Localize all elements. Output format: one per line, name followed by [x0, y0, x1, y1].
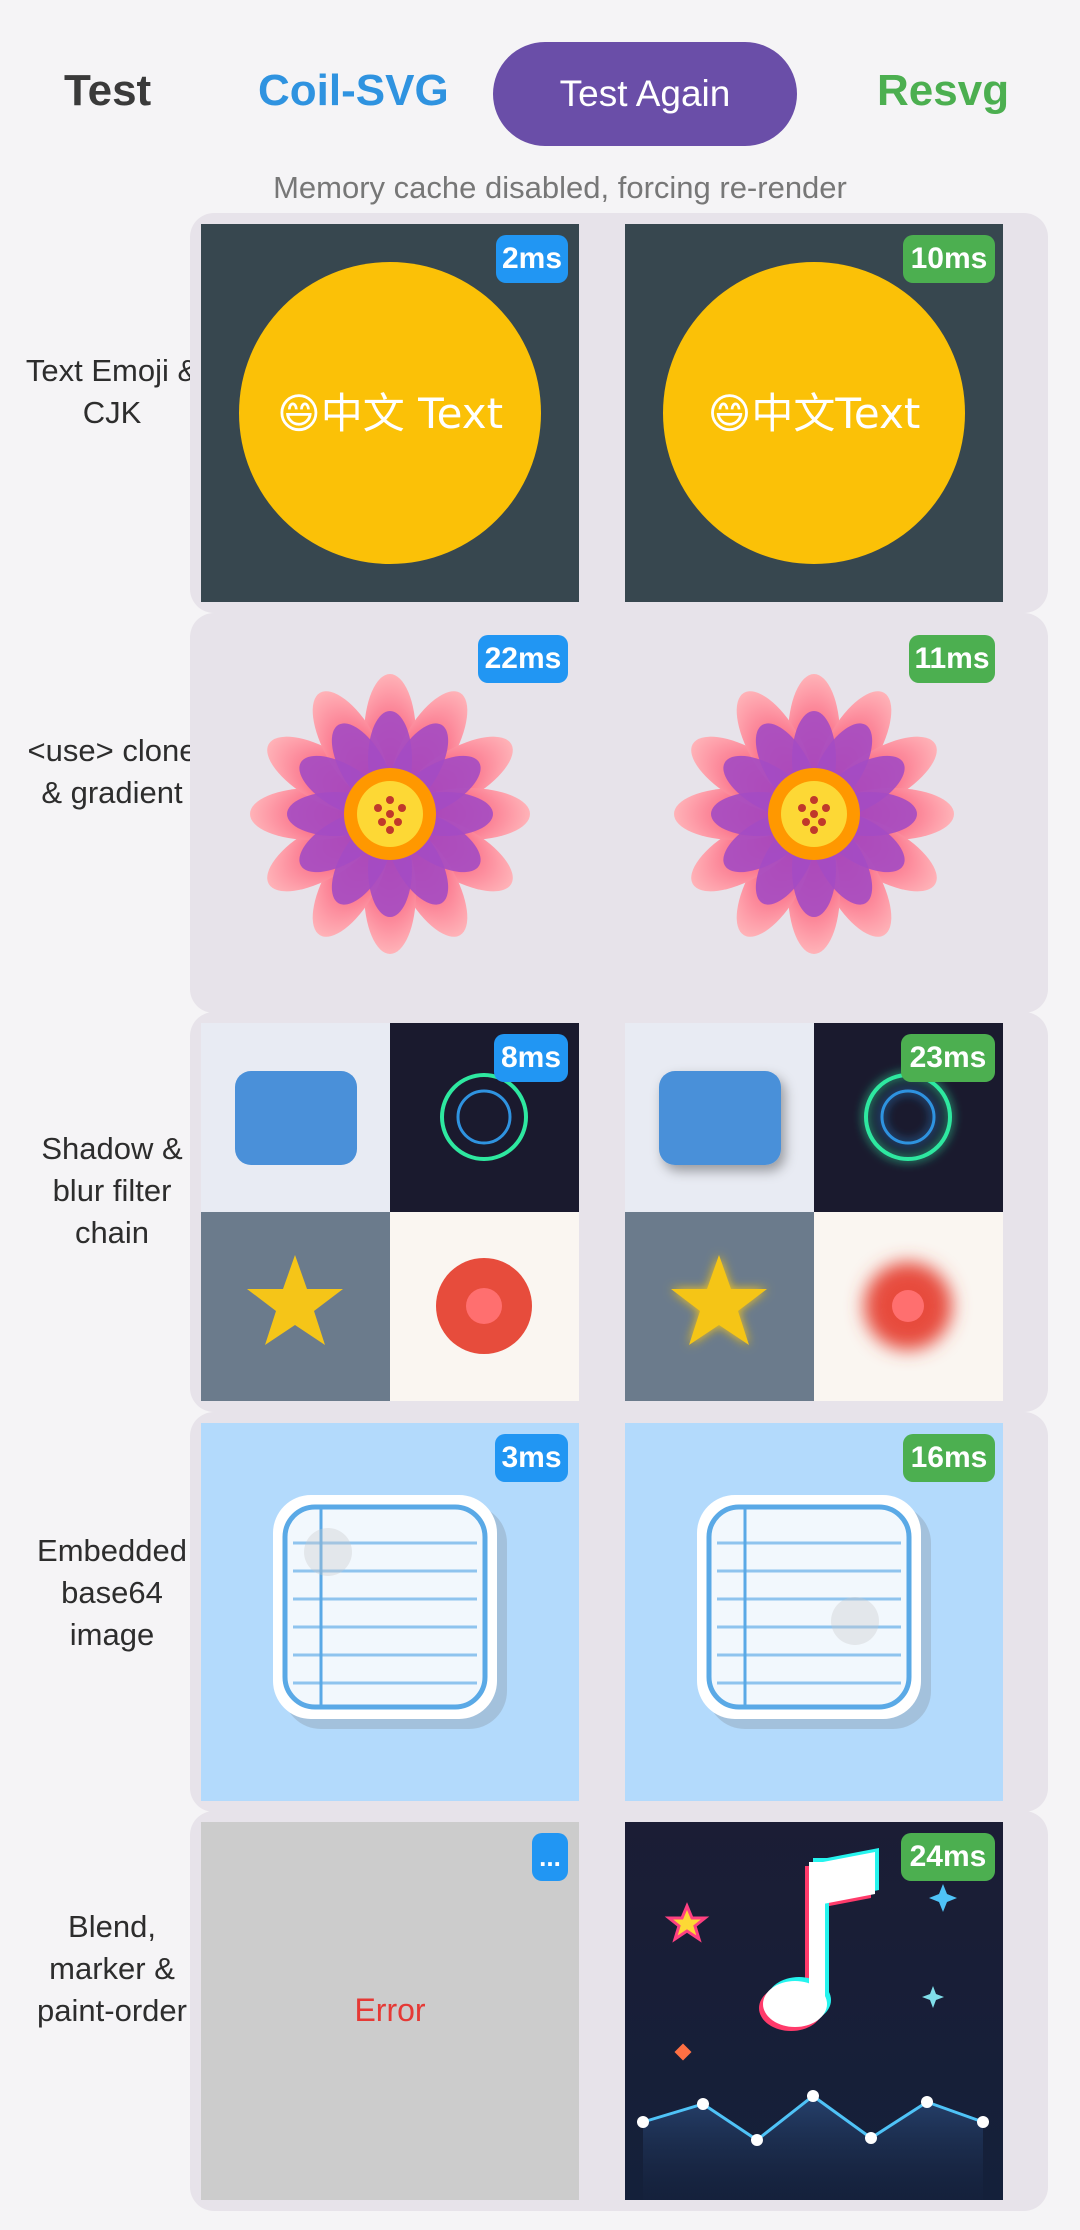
- resvg-render-filters: [625, 1023, 1003, 1401]
- test-column-title: Test: [64, 66, 152, 115]
- resvg-render-text: 😄中文Text: [625, 224, 1003, 602]
- coil-render-flower: [201, 624, 579, 1002]
- coil-render-text: 😄中文 Text: [201, 224, 579, 602]
- header-bar: Test Coil-SVG Test Again Resvg: [0, 0, 1080, 190]
- resvg-time-badge: 11ms: [909, 635, 995, 683]
- row-label-blend-marker: Blend, marker & paint-order: [37, 1909, 187, 2028]
- test-row-embedded-image: 3ms 16ms: [190, 1412, 1048, 1812]
- test-row-blend-marker: Error ...: [190, 1811, 1048, 2211]
- test-row-shadow-blur: 8ms: [190, 1012, 1048, 1412]
- error-text: Error: [354, 1992, 426, 2028]
- coil-render-error: Error: [201, 1822, 579, 2200]
- row-label-embedded-image: Embedded base64 image: [37, 1533, 187, 1652]
- resvg-column-title: Resvg: [877, 66, 1010, 115]
- test-again-button[interactable]: Test Again: [493, 42, 797, 146]
- resvg-render-flower: [625, 624, 1003, 1002]
- coil-time-badge: 22ms: [478, 635, 568, 683]
- coil-time-badge: 3ms: [495, 1434, 568, 1482]
- coil-time-badge: 2ms: [496, 235, 568, 283]
- cache-status-text: Memory cache disabled, forcing re-render: [273, 170, 847, 205]
- row-label-text-emoji-cjk: Text Emoji & CJK: [25, 353, 199, 430]
- coil-svg-column-title: Coil-SVG: [258, 66, 449, 115]
- coil-time-badge: 8ms: [494, 1034, 568, 1082]
- coil-render-notepad: [201, 1423, 579, 1801]
- test-row-use-clone-gradient: 22ms 11ms: [190, 613, 1048, 1013]
- resvg-time-badge: 23ms: [901, 1034, 995, 1082]
- render-text-left: 😄中文 Text: [277, 389, 503, 438]
- row-label-shadow-blur: Shadow & blur filter chain: [41, 1131, 183, 1250]
- resvg-time-badge: 16ms: [903, 1434, 995, 1482]
- resvg-time-badge: 10ms: [903, 235, 995, 283]
- render-text-right: 😄中文Text: [708, 389, 921, 438]
- resvg-time-badge: 24ms: [901, 1833, 995, 1881]
- row-label-use-clone-gradient: <use> clone & gradient: [27, 733, 197, 810]
- resvg-render-notepad: [625, 1423, 1003, 1801]
- resvg-render-music: [625, 1822, 1003, 2200]
- coil-render-filters: [201, 1023, 579, 1401]
- test-row-text-emoji-cjk: 😄中文 Text 2ms 😄中文Text 10ms: [190, 213, 1048, 613]
- coil-loading-badge: ...: [532, 1833, 568, 1881]
